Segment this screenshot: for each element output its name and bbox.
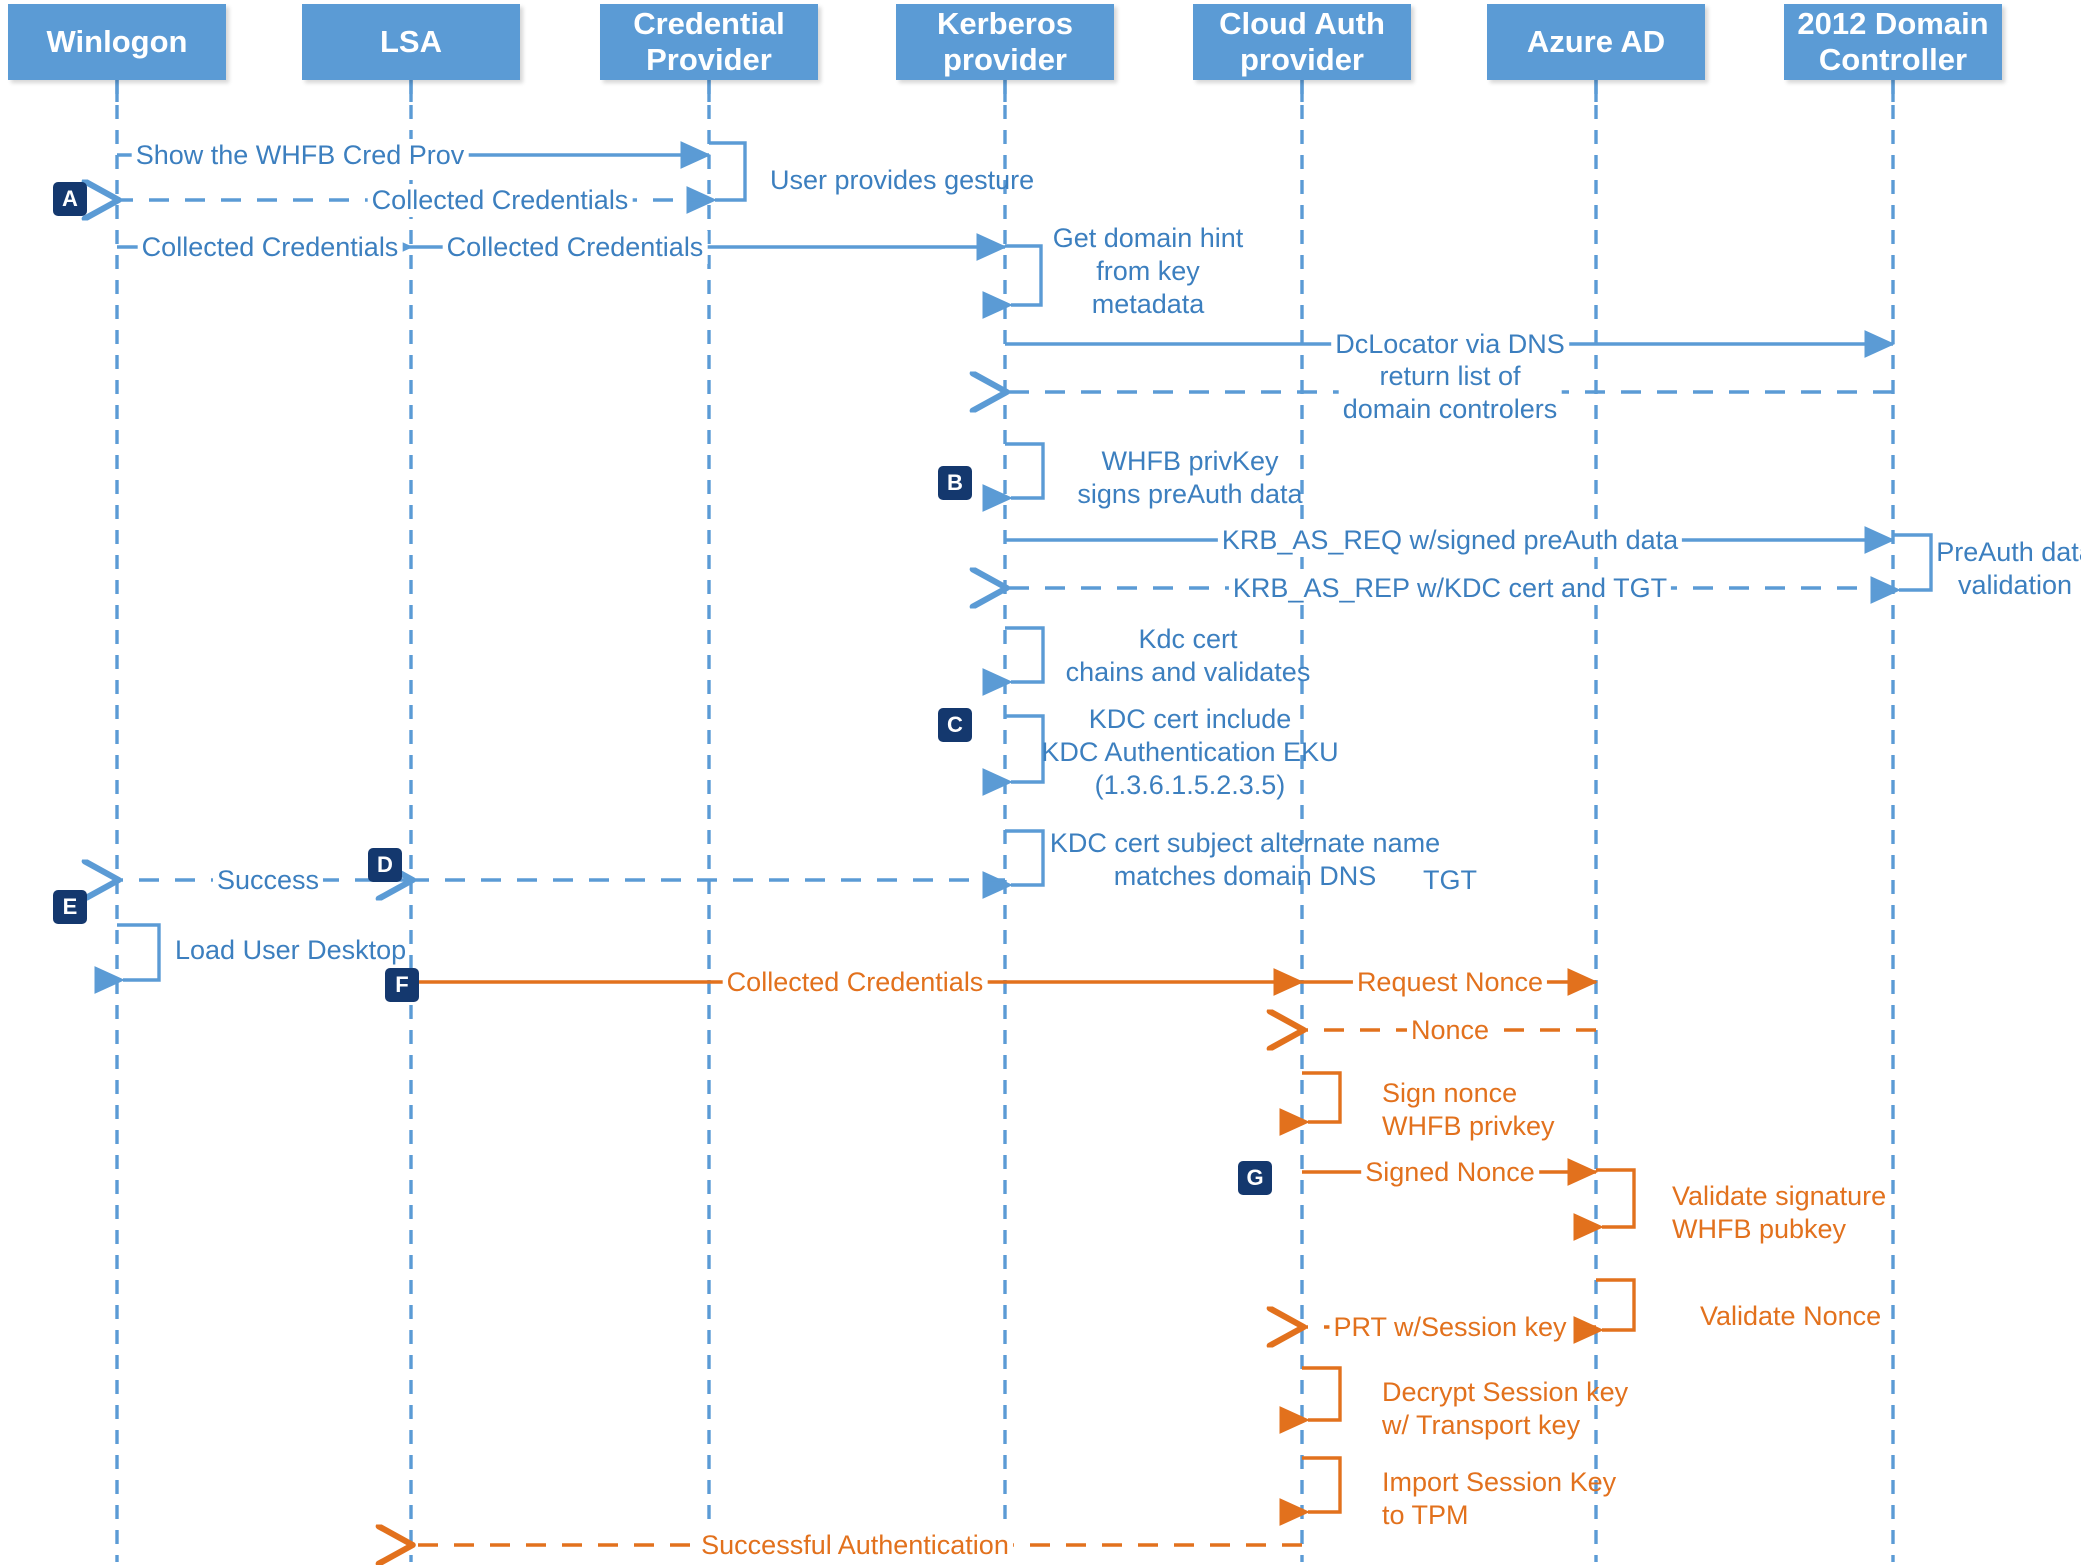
lane-header-label: 2012 Domain Controller bbox=[1797, 6, 1989, 77]
step-chip-E: E bbox=[53, 890, 87, 924]
step-chip-F: F bbox=[385, 968, 419, 1002]
lane-header-kerberos: Kerberos provider bbox=[896, 4, 1114, 80]
self-message-m11 bbox=[1870, 533, 1933, 604]
lane-header-label: Cloud Auth provider bbox=[1219, 6, 1385, 77]
self-message-m14 bbox=[982, 714, 1045, 796]
self-message-m2 bbox=[686, 141, 747, 214]
self-message-m6 bbox=[982, 244, 1043, 319]
self-message-m15 bbox=[982, 829, 1045, 899]
lane-header-cloudauth: Cloud Auth provider bbox=[1193, 4, 1411, 80]
self-message-m25 bbox=[1573, 1278, 1636, 1344]
lane-header-dc2012: 2012 Domain Controller bbox=[1784, 4, 2002, 80]
self-message-m24 bbox=[1573, 1168, 1636, 1241]
self-message-m27 bbox=[1279, 1366, 1342, 1434]
self-message-m18 bbox=[94, 923, 161, 994]
lane-header-credprov: Credential Provider bbox=[600, 4, 818, 80]
step-chip-G: G bbox=[1238, 1161, 1272, 1195]
lane-header-label: LSA bbox=[380, 24, 442, 59]
lane-header-label: Winlogon bbox=[46, 24, 188, 59]
lane-header-label: Credential Provider bbox=[633, 6, 785, 77]
self-message-m13 bbox=[982, 626, 1045, 696]
lane-header-lsa: LSA bbox=[302, 4, 520, 80]
lane-header-azuread: Azure AD bbox=[1487, 4, 1705, 80]
step-chip-A: A bbox=[53, 182, 87, 216]
self-message-m28 bbox=[1279, 1456, 1342, 1526]
lane-header-label: Azure AD bbox=[1526, 24, 1666, 59]
step-chip-B: B bbox=[938, 466, 972, 500]
lane-header-winlogon: Winlogon bbox=[8, 4, 226, 80]
step-chip-C: C bbox=[938, 708, 972, 742]
self-message-m22 bbox=[1279, 1071, 1342, 1136]
lane-header-label: Kerberos provider bbox=[936, 6, 1074, 77]
self-message-m9 bbox=[982, 442, 1045, 512]
step-chip-D: D bbox=[368, 848, 402, 882]
